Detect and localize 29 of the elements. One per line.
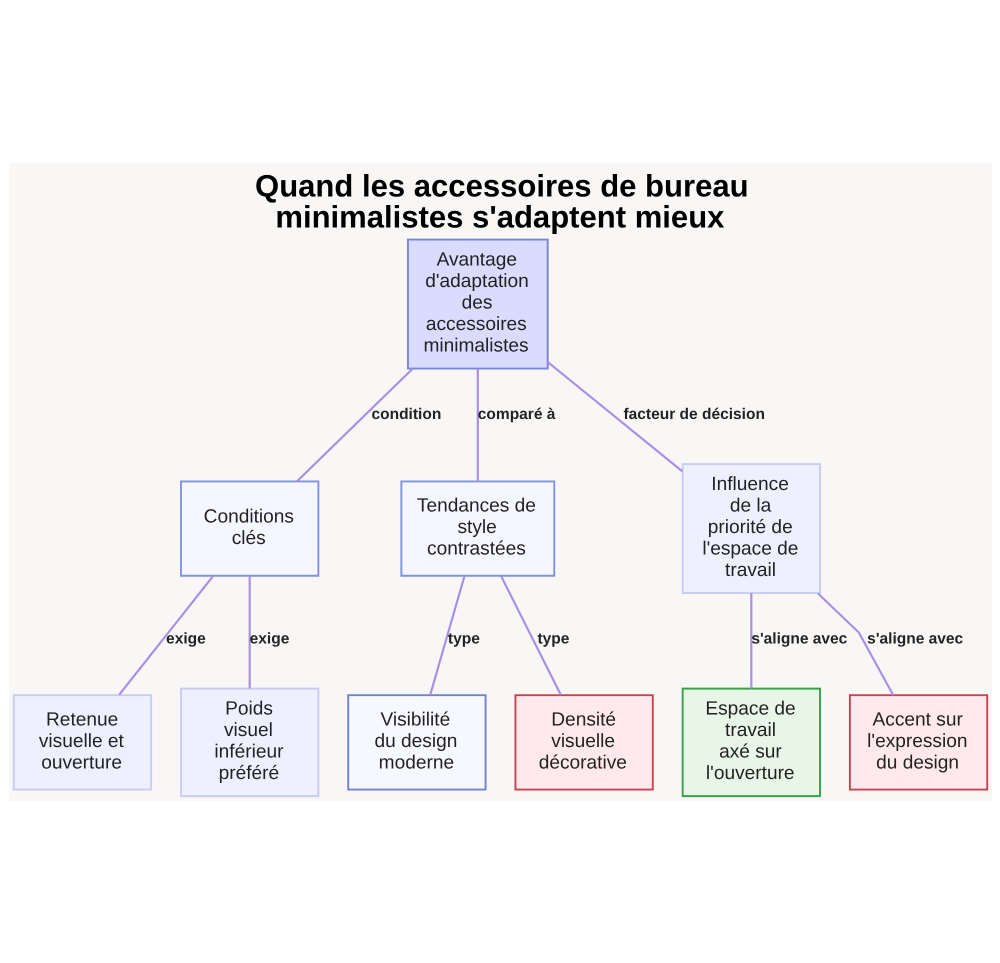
node-box: Visibilité du design moderne xyxy=(346,694,486,790)
connector xyxy=(428,575,465,695)
connector xyxy=(476,368,478,481)
connector xyxy=(750,592,752,688)
connector xyxy=(546,360,683,472)
edge-label: comparé à xyxy=(477,406,555,423)
edge-label: s'aligne avec xyxy=(866,630,963,648)
node-box: Espace de travail axé sur l'ouverture xyxy=(681,687,820,797)
node-box: Tendances de style contrastées xyxy=(400,480,555,576)
node-box: Avantage d'adaptation des accessoires minimalistes xyxy=(406,238,548,369)
edge-label: exige xyxy=(166,630,206,648)
edge-label: type xyxy=(447,630,480,648)
edge-label: type xyxy=(537,630,569,648)
connector xyxy=(500,575,562,695)
edge-label: facteur de décision xyxy=(623,406,764,423)
edge-label: s'aligne avec xyxy=(750,630,847,648)
edge-label: exige xyxy=(249,630,289,648)
connector xyxy=(248,576,250,688)
edge-label: condition xyxy=(371,406,441,423)
diagram-title: Quand les accessoires de bureau minimalistes s'adaptent mieux xyxy=(254,168,748,234)
node-box: Retenue visuelle et ouverture xyxy=(12,694,152,790)
connector xyxy=(816,592,894,696)
node-box: Influence de la priorité de l'espace de travail xyxy=(681,462,820,594)
connector xyxy=(118,575,214,696)
node-box: Accent sur l'expression du design xyxy=(848,694,988,790)
connector xyxy=(296,367,413,482)
node-box: Densité visuelle décorative xyxy=(514,694,654,790)
node-box: Conditions clés xyxy=(180,480,319,576)
node-box: Poids visuel inférieur préféré xyxy=(180,687,319,797)
